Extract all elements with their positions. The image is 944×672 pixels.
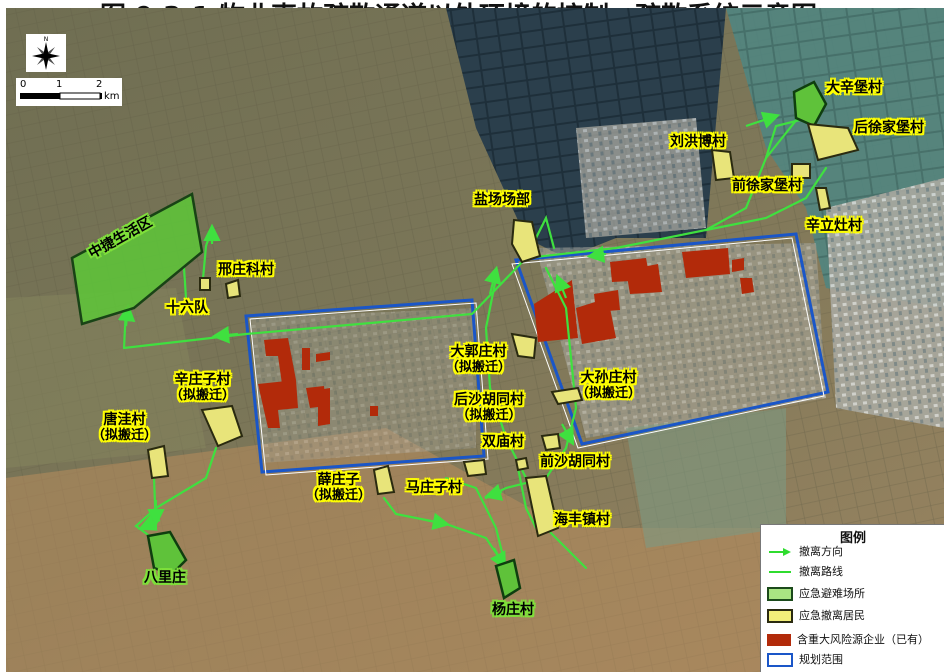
map-legend: 图例 撤离方向 撤离路线 应急避难场所 应急撤离居民 含重大风险源企业（已有） … [760, 524, 944, 672]
legend-item-direction: 撤离方向 [767, 543, 843, 561]
satellite-map[interactable] [6, 8, 944, 672]
label-xzkc: 邢庄科村 [218, 262, 274, 278]
label-xlzc: 辛立灶村 [806, 218, 862, 234]
west-villages [6, 288, 206, 468]
port-facility [576, 118, 706, 238]
legend-item-resident: 应急撤离居民 [767, 607, 865, 625]
scale-tick-2: 2 [96, 79, 103, 90]
legend-item-risk: 含重大风险源企业（已有） [767, 631, 929, 649]
label-blz: 八里庄 [144, 570, 186, 586]
scale-tick-1: 1 [56, 79, 63, 90]
legend-item-boundary: 规划范围 [767, 651, 843, 669]
scale-unit: km [104, 91, 120, 102]
label-dszc: 大孙庄村（拟搬迁） [576, 370, 642, 401]
west-park [251, 308, 476, 463]
svg-text:N: N [44, 36, 49, 43]
label-hxjbc: 后徐家堡村 [854, 120, 924, 136]
label-twc: 唐洼村（拟搬迁） [92, 412, 158, 443]
boundary-swatch-icon [767, 653, 793, 667]
east-urban [826, 178, 944, 428]
label-ycbc: 盐场场部 [474, 192, 530, 208]
label-qxjbc: 前徐家堡村 [732, 178, 802, 194]
label-dgzc: 大郭庄村（拟搬迁） [446, 344, 512, 375]
label-smc: 双庙村 [482, 434, 524, 450]
label-sld: 十六队 [166, 300, 208, 316]
scale-tick-0: 0 [20, 79, 27, 90]
legend-item-shelter: 应急避难场所 [767, 585, 865, 603]
resident-swatch-icon [767, 609, 793, 623]
evacuation-residents [146, 122, 860, 538]
label-xzc: 薛庄子（拟搬迁） [306, 472, 372, 503]
shelter-swatch-icon [767, 587, 793, 601]
map-area[interactable]: 大辛堡村 后徐家堡村 刘洪博村 前徐家堡村 辛立灶村 盐场场部 中捷生活区 邢庄… [6, 8, 944, 672]
scale-bar: 0 1 2 km [16, 78, 122, 106]
label-dxbc: 大辛堡村 [826, 80, 882, 96]
label-yzc: 杨庄村 [492, 602, 534, 618]
label-hshtc: 后沙胡同村（拟搬迁） [454, 392, 524, 423]
label-xzzc: 辛庄子村（拟搬迁） [170, 372, 236, 403]
label-qshtc: 前沙胡同村 [540, 454, 610, 470]
south-fields [6, 428, 766, 672]
legend-item-route: 撤离路线 [767, 563, 843, 581]
south-east-ponds [626, 408, 786, 548]
label-mzzc: 马庄子村 [406, 480, 462, 496]
label-lhbc: 刘洪博村 [670, 134, 726, 150]
risk-swatch-icon [767, 634, 791, 646]
legend-title: 图例 [839, 531, 866, 546]
line-icon [767, 565, 793, 579]
emergency-shelters [70, 80, 828, 600]
arrow-icon [767, 545, 793, 559]
risk-enterprises [258, 248, 754, 428]
planning-boundary [244, 232, 830, 476]
north-arrow-icon: N [26, 34, 66, 72]
label-hfzc: 海丰镇村 [554, 512, 610, 528]
